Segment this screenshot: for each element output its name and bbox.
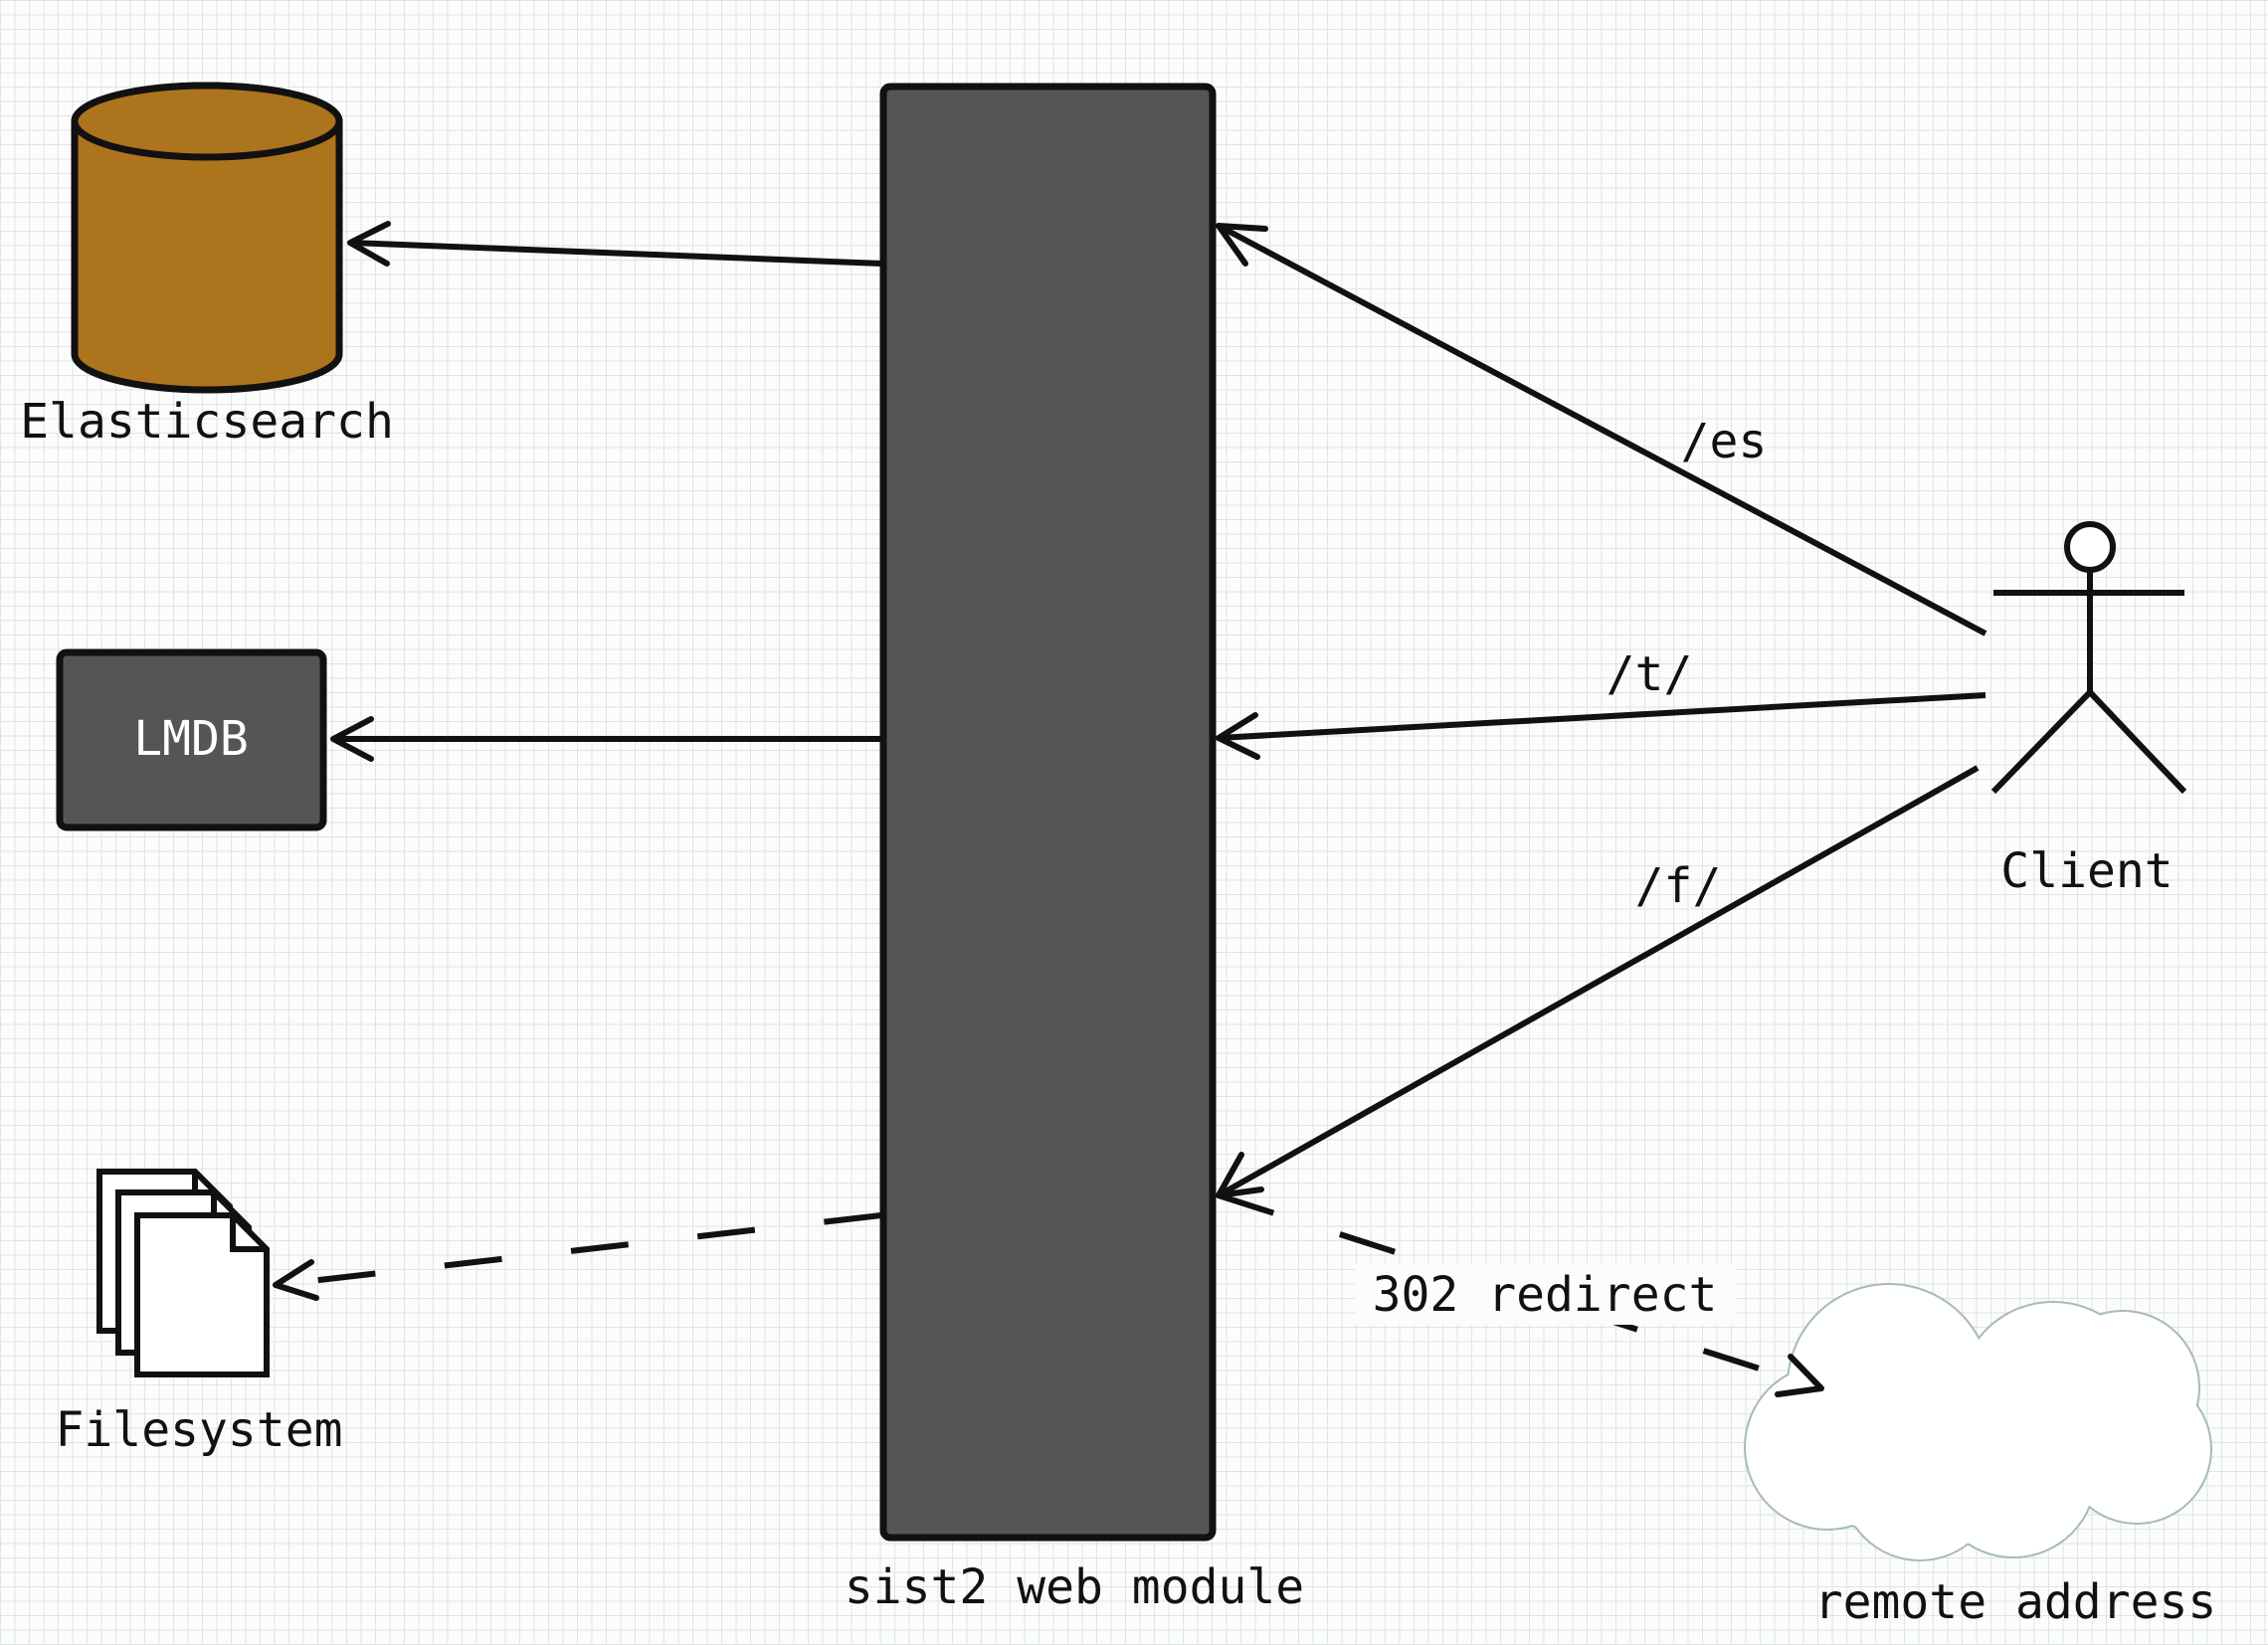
cloud-icon (1744, 1283, 2212, 1561)
edge-module-remote: 302 redirect (1218, 1192, 1824, 1397)
edge-client-files: /f/ (1216, 765, 1980, 1198)
edge-module-lmdb (330, 716, 881, 762)
edge-thumbnails-label: /t/ (1606, 646, 1693, 702)
module-node: sist2 web module (845, 83, 1304, 1615)
edge-client-es: /es (1216, 223, 1987, 637)
module-box (879, 83, 1217, 1542)
edge-redirect-label: 302 redirect (1373, 1267, 1718, 1323)
edge-files-label: /f/ (1635, 858, 1722, 914)
module-label: sist2 web module (845, 1559, 1304, 1615)
edge-module-filesystem (273, 1212, 882, 1301)
client-node: Client (1990, 521, 2187, 899)
lmdb-label: LMDB (133, 711, 249, 767)
stick-figure-actor-icon (1990, 521, 2187, 795)
elasticsearch-node: Elasticsearch (20, 82, 394, 450)
client-label: Client (2000, 843, 2173, 899)
edge-module-elasticsearch (347, 221, 882, 267)
lmdb-box (56, 648, 327, 831)
filesystem-node: Filesystem (56, 1169, 343, 1458)
edge-client-thumbnails: /t/ (1216, 646, 1986, 760)
database-cylinder-top (71, 82, 343, 161)
elasticsearch-label: Elasticsearch (20, 394, 394, 450)
edge-es-label: /es (1681, 414, 1768, 469)
remote-node: remote address (1744, 1283, 2216, 1630)
redirect-label-background (1355, 1263, 1735, 1325)
remote-label: remote address (1814, 1574, 2217, 1630)
filesystem-label: Filesystem (56, 1402, 343, 1458)
lmdb-node: LMDB (56, 648, 327, 831)
stacked-documents-icon (96, 1169, 270, 1377)
